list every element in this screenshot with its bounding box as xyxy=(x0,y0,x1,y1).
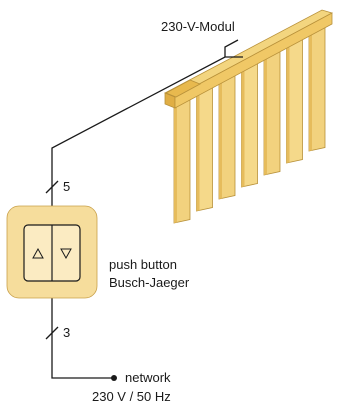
wire-to-label-bracket xyxy=(224,39,239,57)
triangle-down-icon[interactable] xyxy=(60,248,72,260)
push-button-label: push button xyxy=(109,257,177,272)
network-label: network xyxy=(125,370,171,385)
blind-head-rail xyxy=(164,9,334,109)
blind-slats xyxy=(173,25,326,224)
triangle-up-icon[interactable] xyxy=(32,247,44,259)
module-label: 230-V-Modul xyxy=(161,19,235,34)
wire-count-upper: 5 xyxy=(63,179,71,194)
blind-slat-edge xyxy=(174,100,177,223)
blind-slat-edge xyxy=(241,64,245,187)
blind-slat-edge xyxy=(196,88,200,211)
blind-slat-edge xyxy=(309,28,312,151)
wire-count-lower: 3 xyxy=(63,325,71,340)
push-button-switch xyxy=(6,205,98,299)
blind-slat-edge xyxy=(264,52,267,175)
blind-slat-edge xyxy=(286,40,290,163)
network-terminal xyxy=(111,375,117,381)
blind-slat-edge xyxy=(219,76,222,199)
wiring xyxy=(45,39,243,379)
push-button-brand: Busch-Jaeger xyxy=(109,275,190,290)
network-voltage: 230 V / 50 Hz xyxy=(92,389,171,404)
rail-side-face xyxy=(174,12,333,109)
wire-lower xyxy=(51,298,113,379)
module-block xyxy=(165,79,201,98)
wire-upper xyxy=(51,56,243,206)
wire-tick-lower xyxy=(45,326,59,340)
wire-tick-upper xyxy=(45,180,59,194)
